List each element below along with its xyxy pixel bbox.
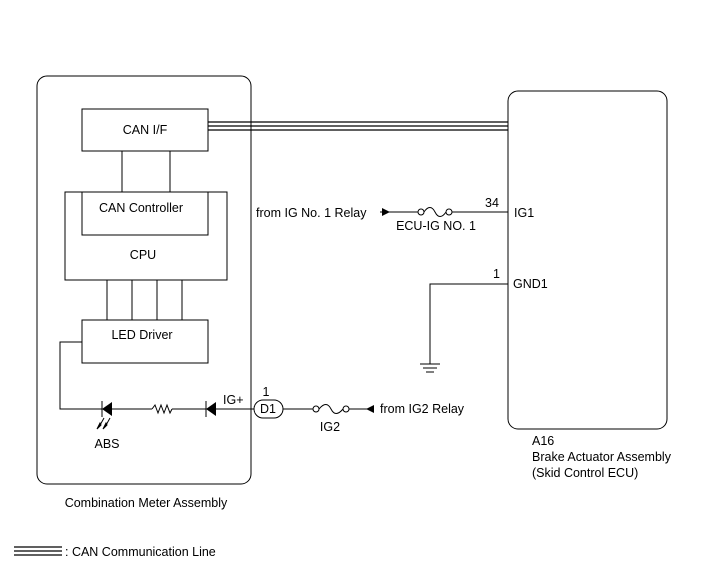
ig2-fuse-label: IG2 bbox=[320, 420, 340, 434]
gnd1-terminal-label: GND1 bbox=[513, 277, 548, 291]
can-controller-label: CAN Controller bbox=[99, 201, 183, 215]
led-driver-label: LED Driver bbox=[111, 328, 172, 342]
brake-actuator-sub: (Skid Control ECU) bbox=[532, 466, 638, 480]
brake-actuator-name: Brake Actuator Assembly bbox=[532, 450, 672, 464]
resistor-icon bbox=[151, 403, 173, 415]
ig-plus-label: IG+ bbox=[223, 393, 244, 407]
ig1-arrow-icon bbox=[382, 208, 390, 216]
d1-connector-label: D1 bbox=[260, 402, 276, 416]
brake-actuator-code: A16 bbox=[532, 434, 554, 448]
ig2-fuse-icon bbox=[312, 404, 350, 414]
brake-actuator-box bbox=[507, 90, 668, 430]
combination-meter-title: Combination Meter Assembly bbox=[65, 496, 228, 510]
can-if-label: CAN I/F bbox=[123, 123, 168, 137]
ig2-arrow-icon bbox=[366, 405, 374, 413]
combination-meter-box bbox=[36, 75, 252, 485]
d1-pin-label: 1 bbox=[263, 385, 270, 399]
ig1-pin-label: 34 bbox=[485, 196, 499, 210]
legend-can-line-icon bbox=[14, 546, 62, 556]
abs-label: ABS bbox=[94, 437, 119, 451]
ig2-source-label: from IG2 Relay bbox=[380, 402, 465, 416]
ig1-terminal-label: IG1 bbox=[514, 206, 534, 220]
ig1-source-label: from IG No. 1 Relay bbox=[256, 206, 367, 220]
ig1-fuse-icon bbox=[417, 207, 453, 217]
abs-led-icon bbox=[96, 401, 112, 430]
gnd1-pin-label: 1 bbox=[493, 267, 500, 281]
led-driver-output-wire bbox=[59, 341, 102, 410]
ground-icon bbox=[420, 363, 440, 373]
legend-can-line-label: : CAN Communication Line bbox=[65, 545, 216, 559]
ig1-fuse-label: ECU-IG NO. 1 bbox=[396, 219, 476, 233]
can-controller-box bbox=[81, 191, 209, 236]
cpu-label: CPU bbox=[130, 248, 156, 262]
can-bus-line bbox=[208, 121, 508, 131]
gnd1-wire bbox=[429, 283, 508, 364]
diode-icon bbox=[205, 401, 216, 417]
